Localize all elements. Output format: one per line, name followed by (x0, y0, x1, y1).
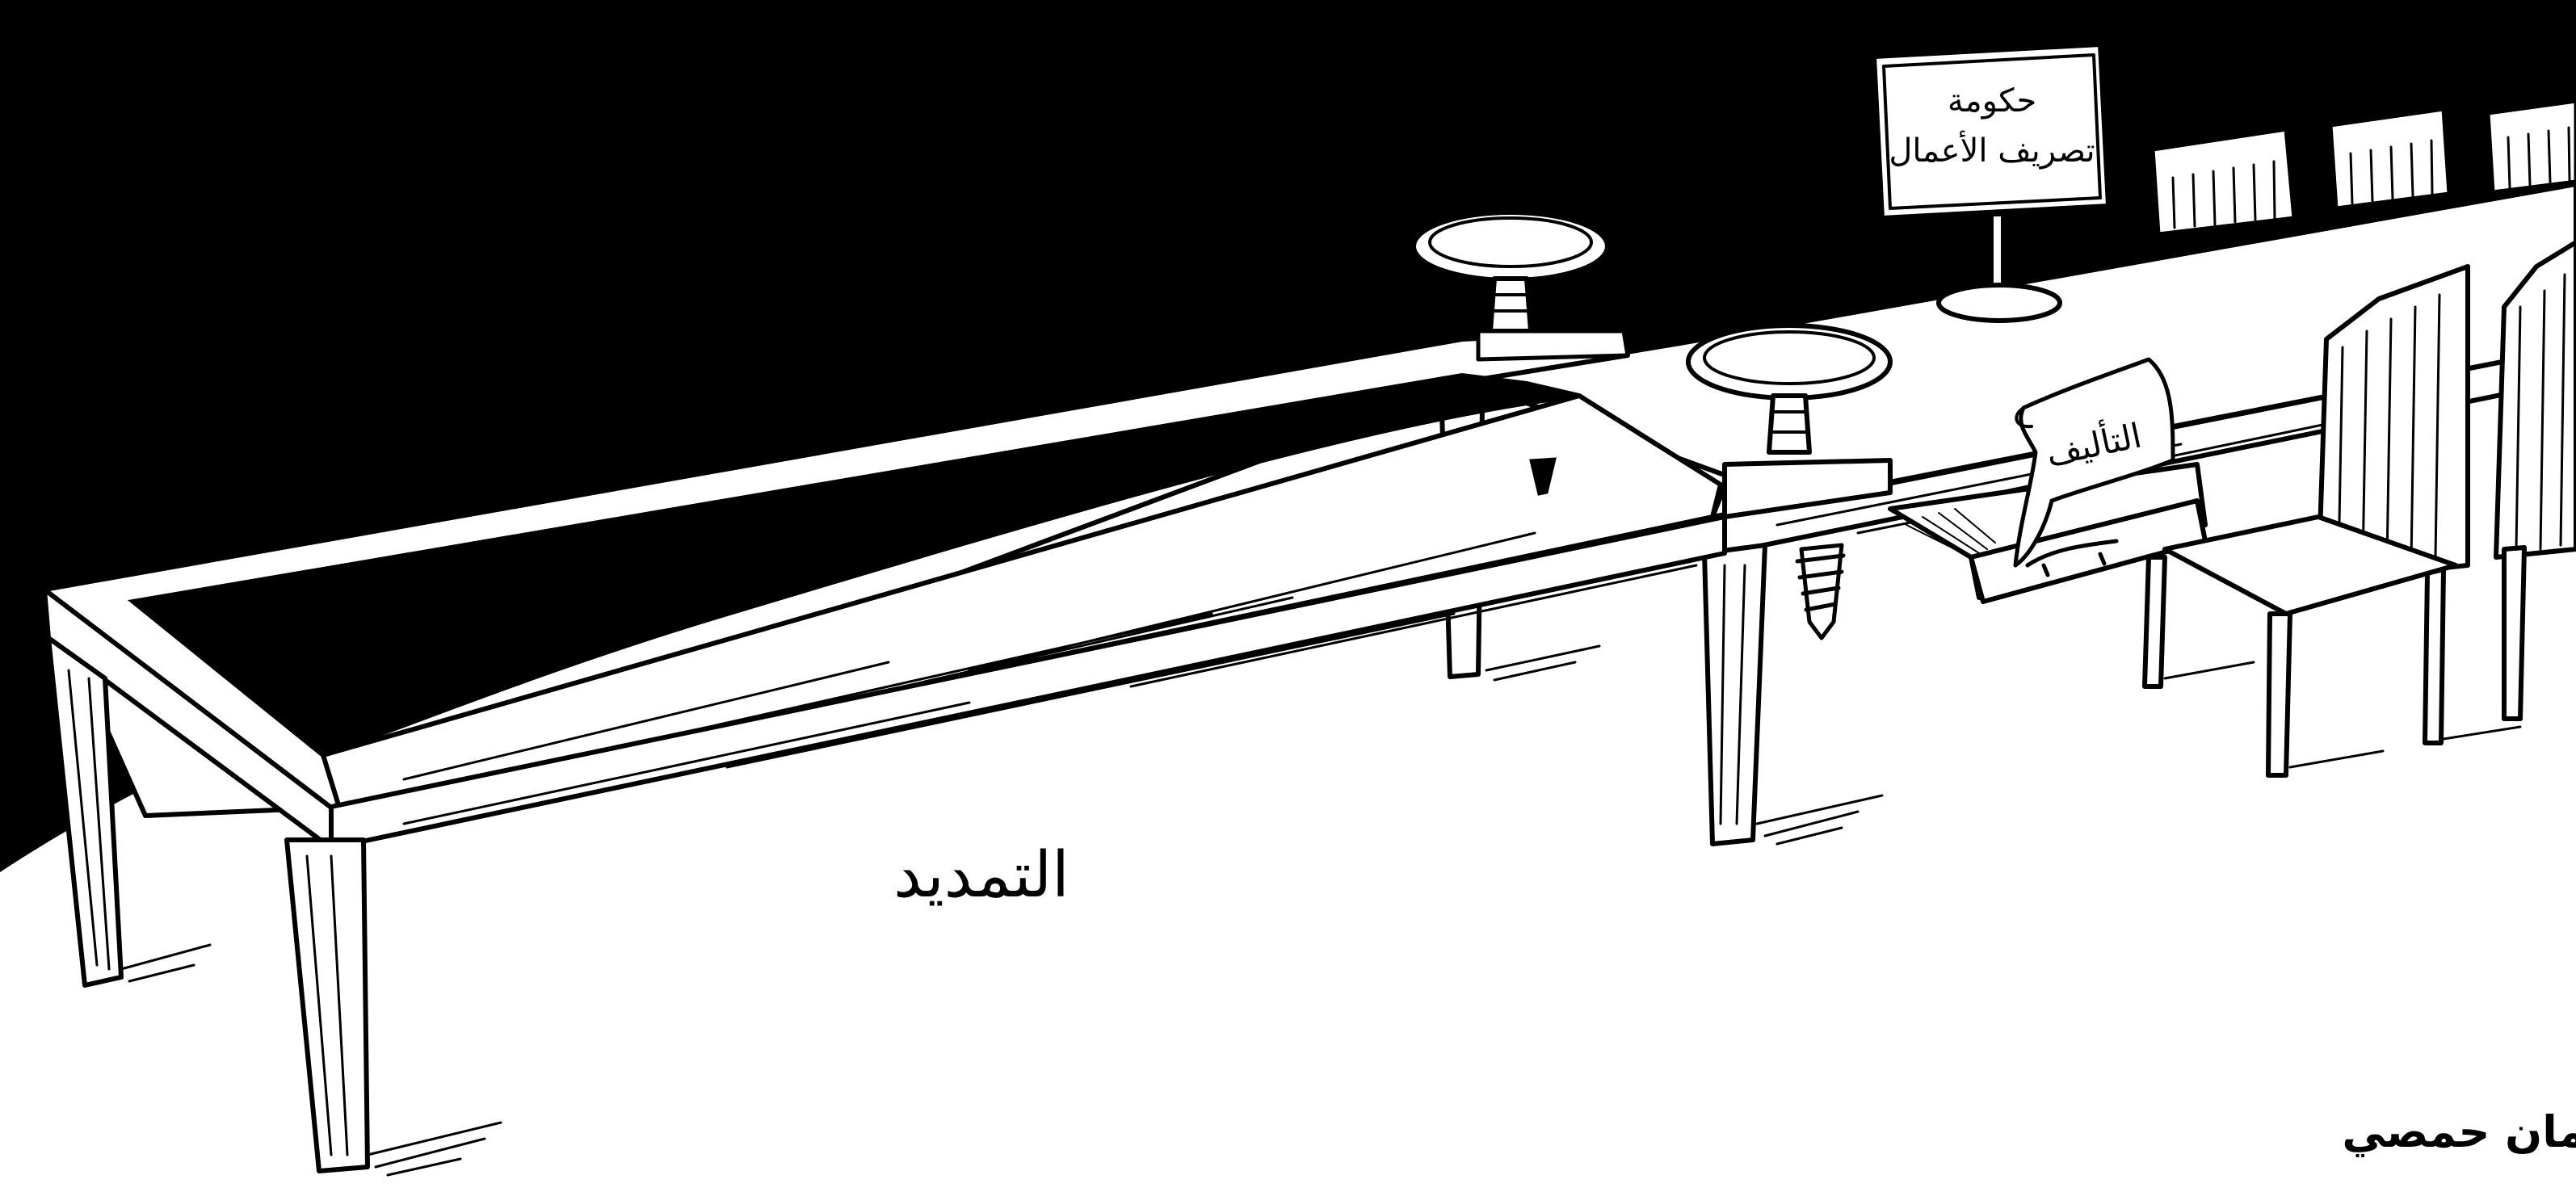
chair-row-front (2142, 240, 2576, 778)
chair-icon (2486, 99, 2576, 195)
caption-extension: التمديد (893, 839, 1069, 912)
chair-icon (2494, 240, 2576, 721)
sign-line-1: حكومة (1948, 82, 2036, 120)
extension-hollow (127, 372, 1580, 758)
clamp-icon (1411, 210, 1630, 362)
name-sign: حكومة تصريف الأعمال (1872, 42, 2111, 323)
clamp-icon (1686, 323, 1893, 519)
chair-icon (2142, 264, 2522, 778)
screw-icon (1529, 457, 1557, 496)
extension-legs (46, 636, 502, 1177)
sign-line-2: تصريف الأعمال (1889, 130, 2095, 170)
artist-signature: ارمان حمصي (2342, 1106, 2576, 1157)
chair-icon (2150, 127, 2297, 237)
chair-row-back (2150, 99, 2576, 237)
chair-icon (2328, 107, 2452, 211)
scroll: التأليف (2013, 357, 2175, 568)
screw-icon (1795, 543, 1846, 640)
